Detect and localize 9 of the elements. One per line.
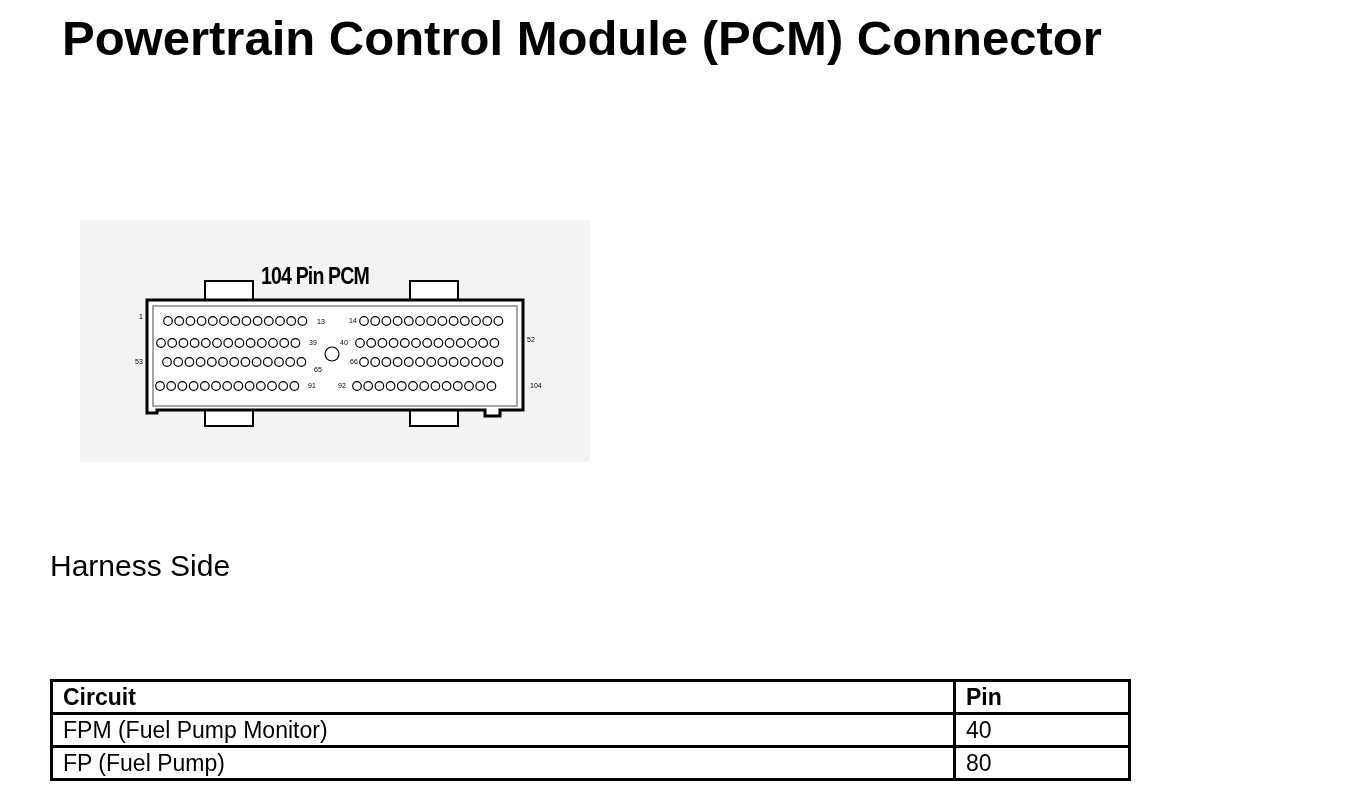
title: Powertrain Control Module (PCM) Connector bbox=[62, 12, 1102, 66]
connector-title: 104 Pin PCM bbox=[261, 263, 369, 290]
table-cell: FPM (Fuel Pump Monitor) bbox=[51, 713, 955, 747]
header-cell: Circuit bbox=[51, 680, 955, 714]
table-cell: FP (Fuel Pump) bbox=[51, 746, 955, 780]
table-cell: 40 bbox=[954, 713, 1130, 747]
table-cell: 80 bbox=[954, 746, 1130, 780]
header-cell: Pin bbox=[954, 680, 1130, 714]
view-label: Harness Side bbox=[50, 549, 231, 583]
